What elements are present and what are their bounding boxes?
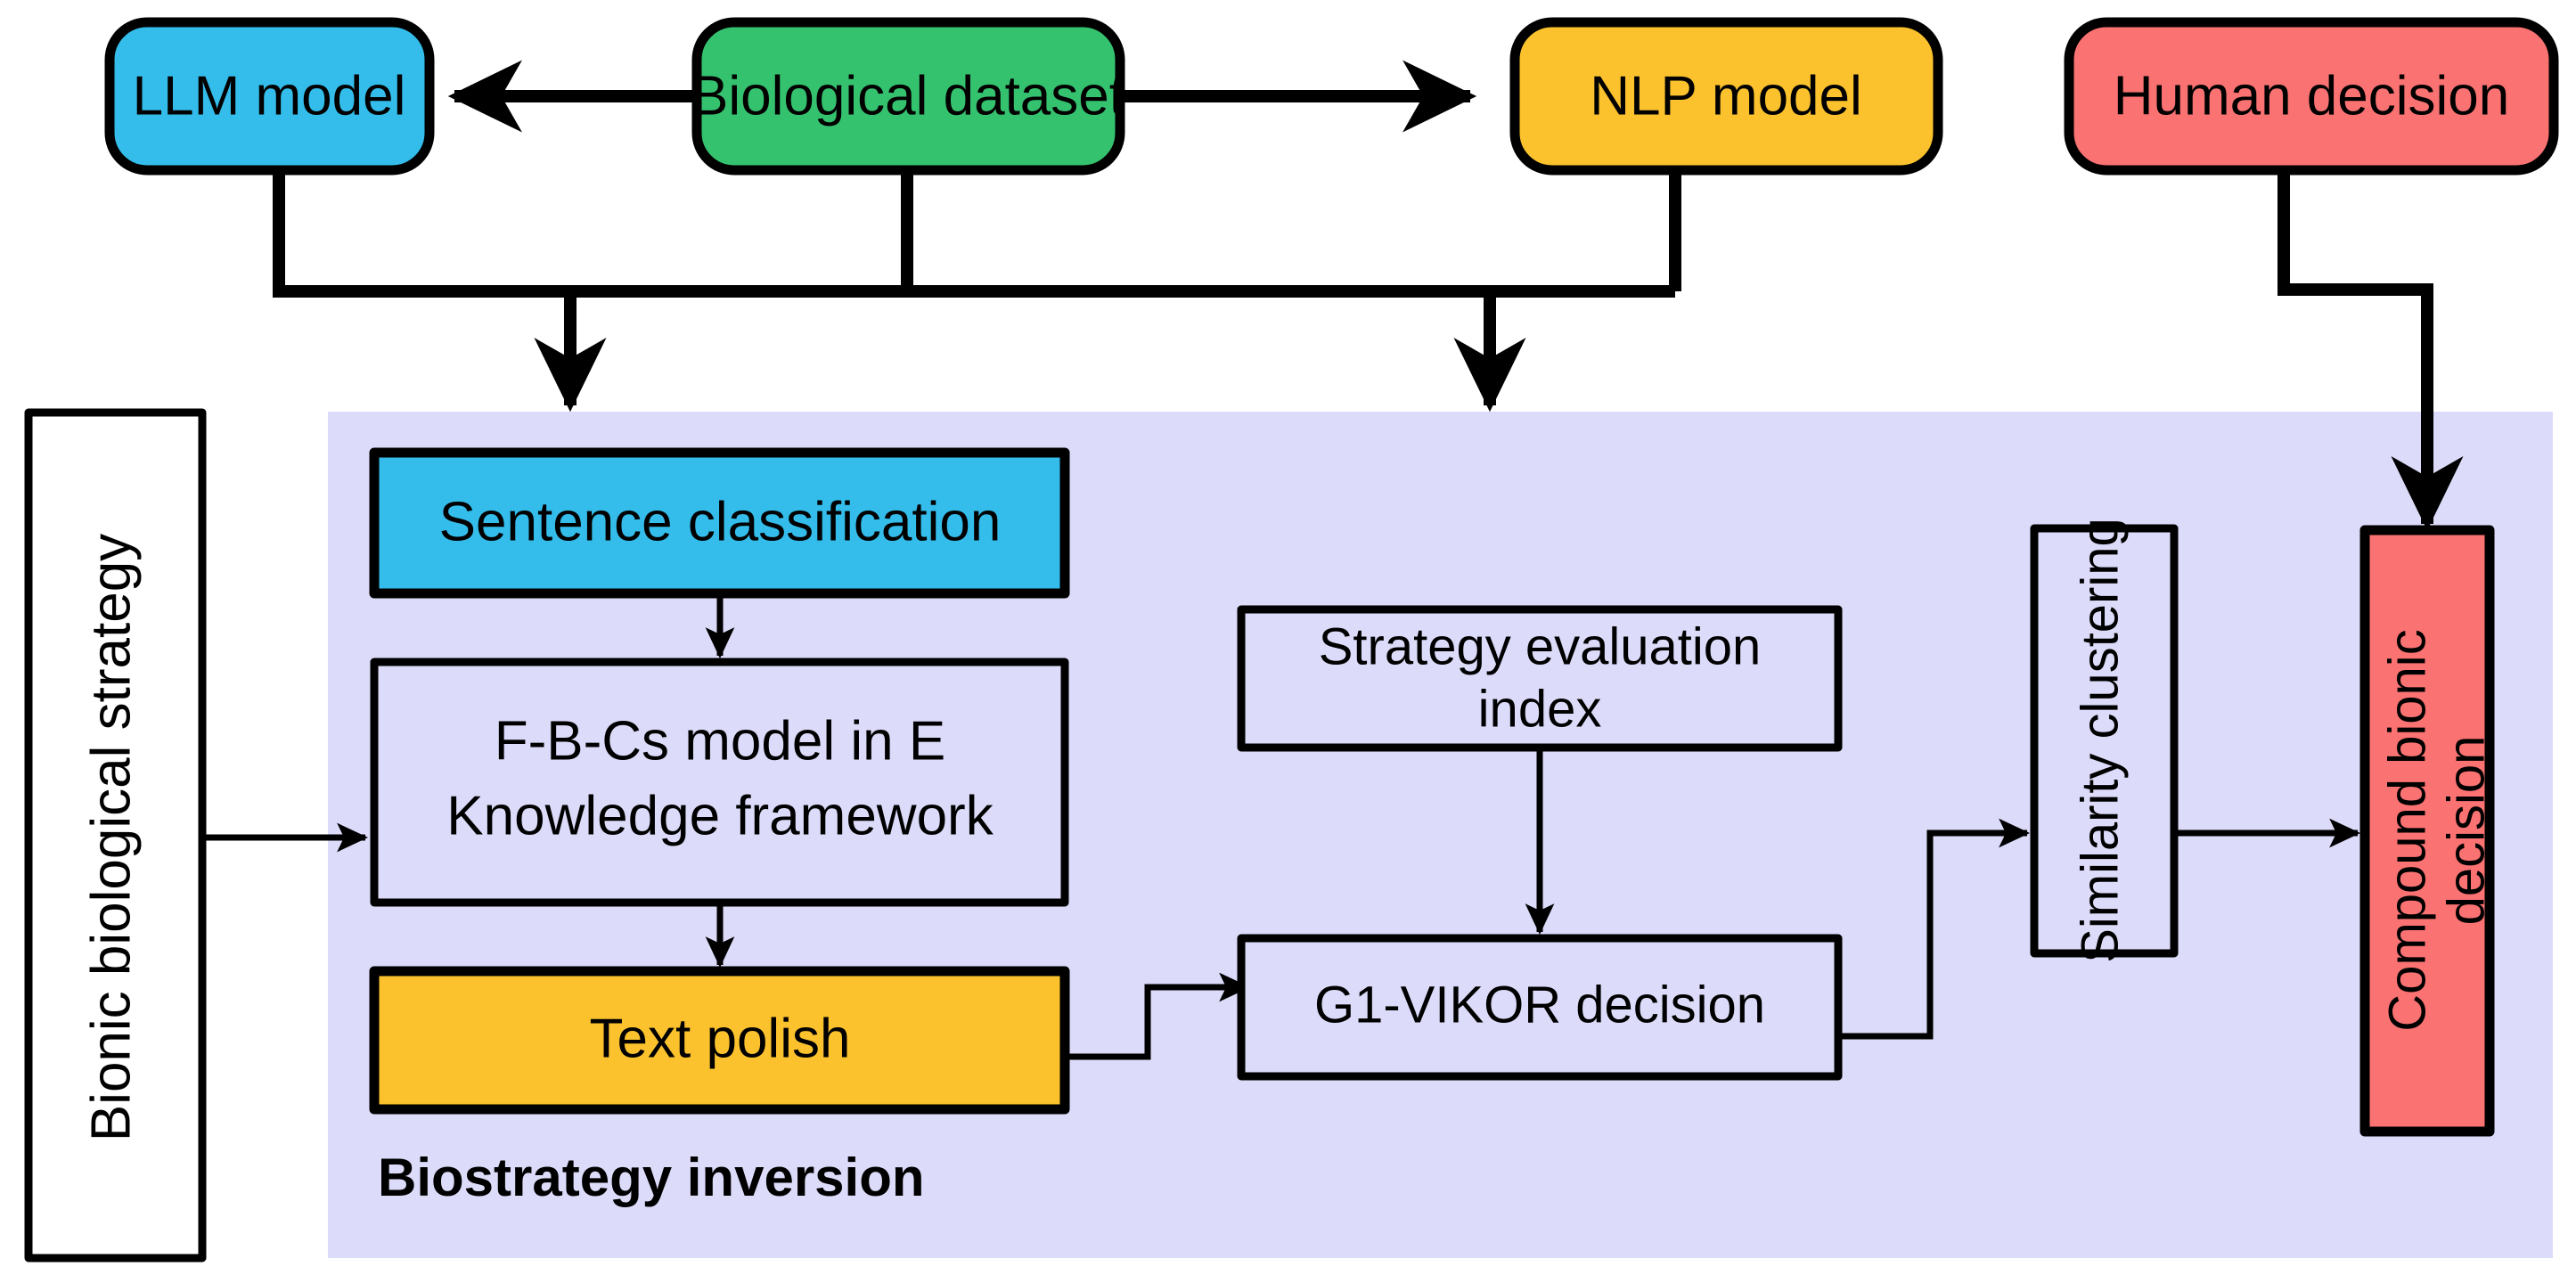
nlp-model-label: NLP model <box>1590 65 1862 127</box>
edge-g1-vikor-to-clustering <box>1838 818 2031 1040</box>
node-human-decision[interactable]: Human decision <box>2064 17 2559 176</box>
node-llm-model[interactable]: LLM model <box>104 17 435 176</box>
g1-vikor-decision-label: G1-VIKOR decision <box>1314 976 1765 1034</box>
sentence-classification-label: Sentence classification <box>439 491 1002 552</box>
strategy-evaluation-index-label-line1: Strategy evaluation <box>1319 617 1762 675</box>
fbcs-model-label-line1: F-B-Cs model in E <box>495 710 945 772</box>
fbcs-model-label-line2: Knowledge framework <box>446 785 994 846</box>
edge-human-to-compound <box>2278 169 2464 531</box>
node-nlp-model[interactable]: NLP model <box>1509 17 1943 176</box>
panel-label: Biostrategy inversion <box>378 1148 925 1207</box>
compound-bionic-decision-label-line2: decision <box>2437 736 2495 926</box>
llm-model-label: LLM model <box>133 65 406 127</box>
node-fbcs-model[interactable]: F-B-Cs model in E Knowledge framework <box>370 658 1069 907</box>
biological-dataset-label: Biological dataset <box>691 65 1124 127</box>
bionic-biological-strategy-label: Bionic biological strategy <box>80 534 142 1141</box>
strategy-evaluation-index-label-line2: index <box>1478 680 1602 738</box>
node-sentence-classification[interactable]: Sentence classification <box>369 447 1070 599</box>
node-similarity-clustering[interactable]: Similarity clustering <box>2030 518 2179 963</box>
edge-top-bus-to-panel <box>273 169 1681 413</box>
similarity-clustering-label: Similarity clustering <box>2071 518 2129 963</box>
node-bionic-biological-strategy[interactable]: Bionic biological strategy <box>24 408 207 1263</box>
node-biological-dataset[interactable]: Biological dataset <box>691 17 1125 176</box>
edge-text-polish-to-g1-vikor <box>1065 972 1251 1060</box>
node-strategy-evaluation-index[interactable]: Strategy evaluation index <box>1237 605 1843 752</box>
node-compound-bionic-decision[interactable]: Compound bionic decision <box>2359 525 2495 1137</box>
human-decision-label: Human decision <box>2114 65 2510 127</box>
text-polish-label: Text polish <box>590 1008 851 1069</box>
node-text-polish[interactable]: Text polish <box>369 966 1070 1115</box>
compound-bionic-decision-label-line1: Compound bionic <box>2378 629 2436 1031</box>
node-g1-vikor-decision[interactable]: G1-VIKOR decision <box>1237 934 1843 1081</box>
